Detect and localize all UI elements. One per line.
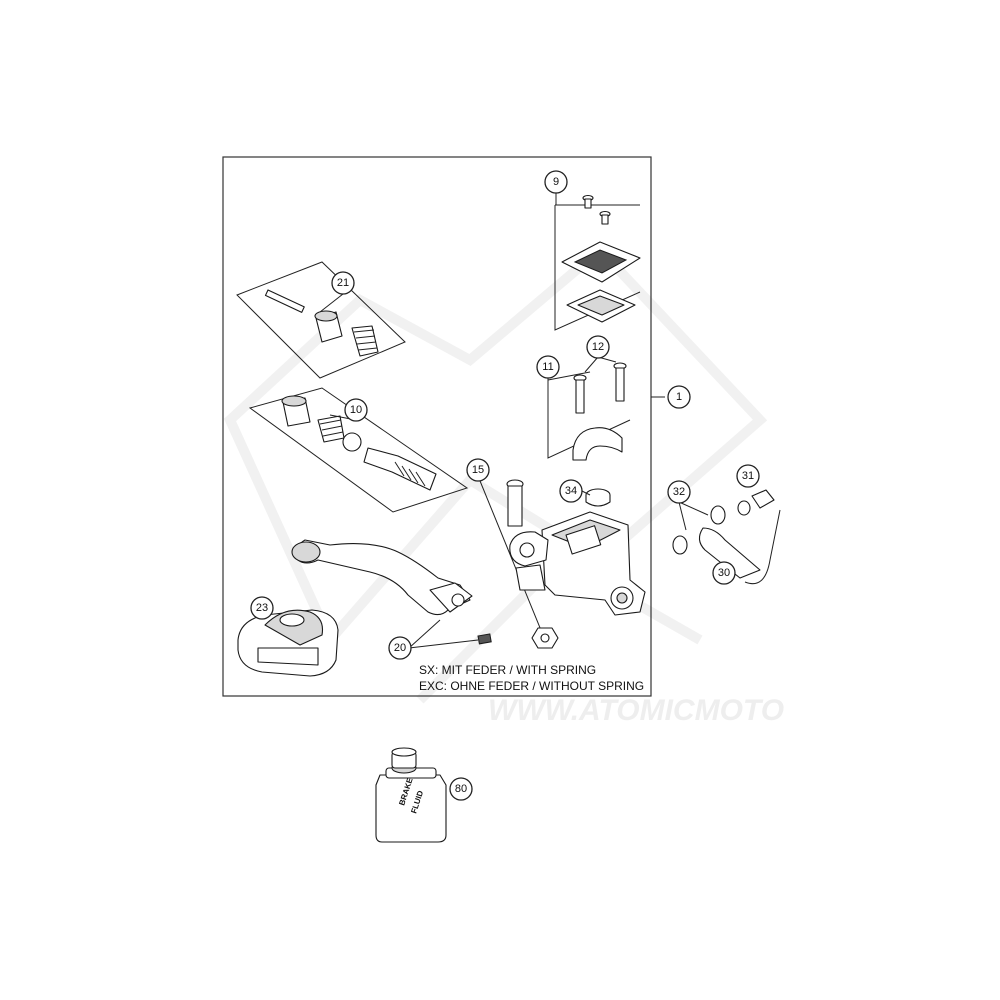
assembly-frame bbox=[222, 156, 652, 697]
callout-20: 20 bbox=[388, 636, 412, 660]
piston-kit-large bbox=[248, 387, 469, 513]
watermark-text: WWW.ATOMICMOTO bbox=[488, 694, 784, 727]
master-cylinder-housing bbox=[509, 511, 646, 616]
callout-9: 9 bbox=[544, 170, 568, 194]
callout-30: 30 bbox=[712, 561, 736, 585]
callout-1: 1 bbox=[667, 385, 691, 409]
clamp-bolt bbox=[573, 374, 587, 414]
svg-text:15: 15 bbox=[472, 464, 484, 476]
brake-hose bbox=[698, 527, 761, 579]
callout-21: 21 bbox=[331, 271, 355, 295]
callout-32: 32 bbox=[667, 480, 691, 504]
svg-text:1: 1 bbox=[676, 391, 682, 403]
note-sx: SX: MIT FEDER / WITH SPRING bbox=[419, 663, 596, 677]
svg-text:80: 80 bbox=[455, 783, 467, 795]
svg-text:12: 12 bbox=[592, 341, 604, 353]
pivot-bolt-group bbox=[477, 475, 559, 649]
svg-text:30: 30 bbox=[718, 567, 730, 579]
svg-text:10: 10 bbox=[350, 404, 362, 416]
master-cylinder-cover bbox=[237, 609, 339, 677]
svg-text:34: 34 bbox=[565, 485, 577, 497]
pivot-bolt bbox=[506, 479, 524, 527]
handlebar-clamp-group bbox=[547, 362, 631, 461]
watermark: WWW.ATOMICMOTO bbox=[223, 243, 784, 727]
callout-10: 10 bbox=[344, 398, 368, 422]
banjo-bolt bbox=[737, 489, 775, 516]
handlebar-clamp bbox=[572, 427, 623, 461]
svg-text:11: 11 bbox=[542, 361, 553, 373]
callout-80: 80 bbox=[449, 777, 473, 801]
callout-23: 23 bbox=[250, 596, 274, 620]
svg-text:21: 21 bbox=[337, 277, 349, 289]
brake-hose-group bbox=[672, 489, 781, 585]
callout-34: 34 bbox=[559, 479, 583, 503]
lever-spring bbox=[477, 633, 492, 645]
svg-text:32: 32 bbox=[673, 486, 685, 498]
cover-screw bbox=[582, 194, 594, 209]
reservoir-cover-logo bbox=[573, 249, 628, 274]
callout-15: 15 bbox=[466, 458, 490, 482]
reservoir-cover-group bbox=[554, 194, 641, 331]
cover-screw-2 bbox=[599, 210, 611, 225]
callout-31: 31 bbox=[736, 464, 760, 488]
svg-text:20: 20 bbox=[394, 642, 406, 654]
piston-kit-small bbox=[236, 261, 406, 379]
svg-text:31: 31 bbox=[742, 470, 754, 482]
note-exc: EXC: OHNE FEDER / WITHOUT SPRING bbox=[419, 679, 644, 693]
callout-12: 12 bbox=[586, 335, 610, 359]
brake-lever bbox=[291, 539, 492, 645]
brake-fluid-bottle: BRAKE FLUID bbox=[375, 747, 447, 843]
clamp-bolt-2 bbox=[613, 362, 627, 402]
sealing-washer bbox=[672, 535, 688, 555]
svg-text:9: 9 bbox=[553, 176, 559, 188]
svg-text:23: 23 bbox=[256, 602, 268, 614]
pivot-nut bbox=[531, 627, 559, 649]
bleed-cap bbox=[585, 488, 611, 507]
sealing-washer-2 bbox=[710, 505, 726, 525]
callout-11: 11 bbox=[536, 355, 560, 379]
